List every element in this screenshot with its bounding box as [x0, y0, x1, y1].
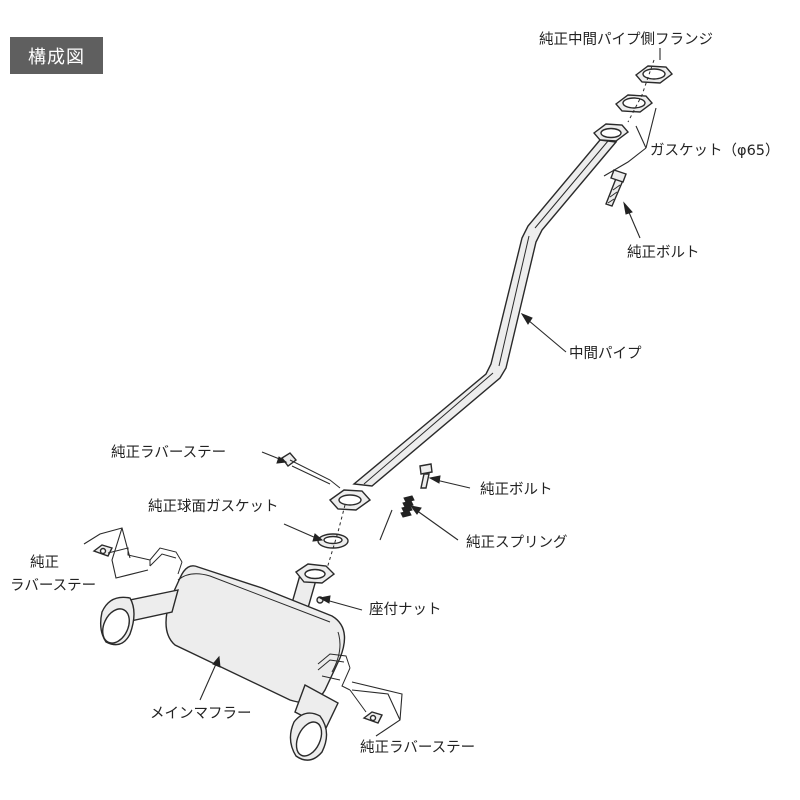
label-rubber-stay-bottom: 純正ラバーステー: [360, 739, 475, 756]
label-rubber-stay-left-2: ラバーステー: [10, 578, 96, 594]
left-tail-pipe: [99, 589, 179, 646]
label-seat-nut: 座付ナット: [369, 601, 442, 618]
leader-main-muffler: [199, 663, 217, 701]
mid-pipe-flange: [592, 123, 630, 142]
main-muffler: [165, 563, 346, 704]
label-spring: 純正スプリング: [466, 534, 568, 551]
label-gasket-65: ガスケット（φ65）: [650, 142, 780, 159]
rubber-stay-mid: [280, 452, 341, 489]
label-ball-gasket: 純正球面ガスケット: [148, 498, 279, 515]
leader-spring: [415, 509, 459, 541]
ball-gasket: [317, 533, 349, 549]
right-hanger: [317, 653, 383, 724]
label-rubber-stay-mid: 純正ラバーステー: [111, 444, 226, 461]
leader-mid-pipe: [527, 319, 567, 353]
leader-gasket: [635, 125, 647, 149]
label-main-muffler: メインマフラー: [150, 706, 252, 722]
leader-rubber-stay-bottom: [351, 681, 403, 737]
diagram-title: 構成図: [10, 37, 103, 74]
left-hanger: [92, 544, 183, 575]
leader-rubber-stay-left: [83, 527, 131, 559]
label-bolt-mid: 純正ボルト: [480, 481, 553, 498]
mid-pipe-lower-flange: [328, 489, 372, 511]
leader-bolt-top: [627, 209, 641, 239]
gasket-65: [614, 94, 654, 113]
mid-pipe: [352, 139, 618, 487]
label-rubber-stay-left-1: 純正: [30, 554, 59, 571]
leader-ball-gasket: [283, 523, 317, 539]
leader-bolt-mid: [435, 479, 471, 489]
bottom-tail-pipe: [289, 683, 339, 761]
leader-seat-nut: [325, 599, 363, 611]
top-bolt: [605, 169, 627, 207]
label-bolt-top: 純正ボルト: [627, 244, 700, 261]
label-mid-pipe: 中間パイプ: [569, 345, 642, 362]
mid-bolt: [419, 463, 433, 489]
oem-flange: [634, 65, 674, 84]
label-flange: 純正中間パイプ側フランジ: [539, 31, 713, 48]
